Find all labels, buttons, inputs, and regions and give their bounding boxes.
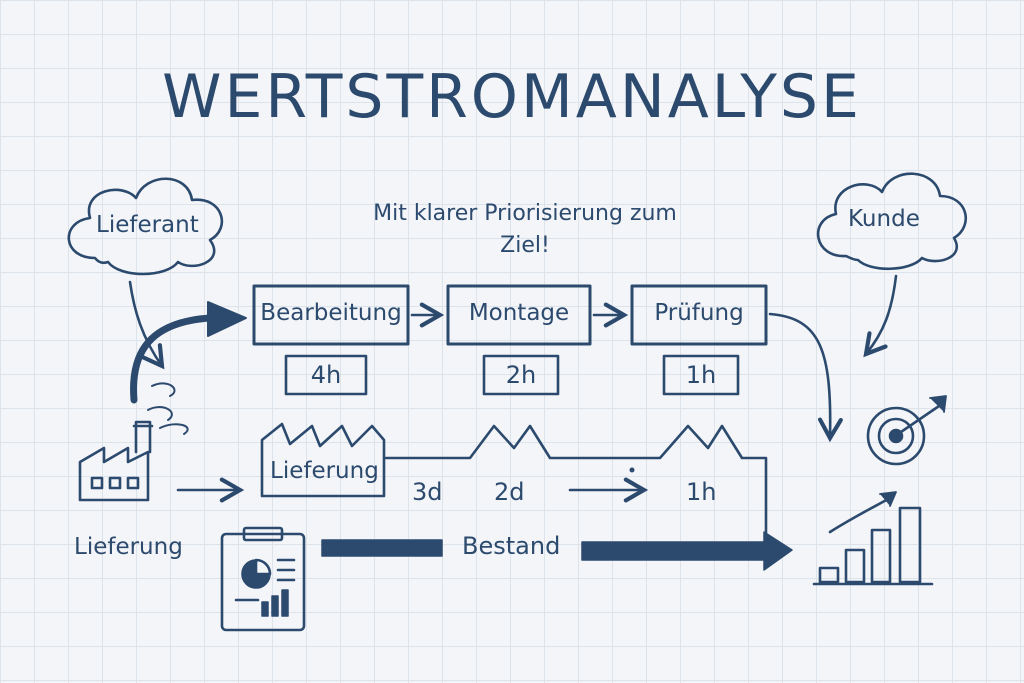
delivery-line <box>384 424 768 542</box>
supplier-cloud <box>67 177 224 276</box>
time-box-bearbeitung <box>284 354 368 396</box>
curved-flow-arrow <box>130 314 214 404</box>
process-label-montage: Montage <box>468 300 570 326</box>
duration-2d: 2d <box>494 478 525 506</box>
process-label-bearbeitung: Bearbeitung <box>260 300 402 326</box>
growth-chart-icon <box>812 491 934 586</box>
process-box-montage <box>446 284 592 346</box>
customer-label: Kunde <box>848 206 920 232</box>
smoke <box>147 382 189 435</box>
process-box-bearbeitung <box>252 284 410 346</box>
time-label-bearbeitung: 4h <box>310 361 342 389</box>
report-icon <box>220 526 306 632</box>
delivery-label: Lieferung <box>270 458 379 484</box>
time-label-montage: 2h <box>505 361 537 389</box>
arrow-customer-target <box>863 274 898 358</box>
supplier-arrow <box>128 280 165 370</box>
dot-mark <box>629 467 635 473</box>
time-label-pruefung: 1h <box>685 361 717 389</box>
time-box-pruefung <box>662 354 740 396</box>
process-box-pruefung <box>630 284 768 346</box>
arrow-pruefung-target <box>768 312 843 443</box>
inventory-label: Bestand <box>462 532 561 560</box>
curved-flow-arrow-head <box>207 301 247 337</box>
duration-3d: 3d <box>412 478 443 506</box>
supplier-label: Lieferant <box>96 212 199 238</box>
inventory-bar-left <box>321 539 443 557</box>
duration-1h: 1h <box>686 478 717 506</box>
subtitle: Mit klarer Priorisierung zum Ziel! <box>373 201 677 258</box>
inventory-bar-right <box>581 531 793 571</box>
time-box-montage <box>482 354 560 396</box>
delivery-shape <box>260 422 386 498</box>
page-title: WERTSTROMANALYSE <box>162 62 862 132</box>
factory-label: Lieferung <box>74 534 183 560</box>
process-label-pruefung: Prüfung <box>654 300 744 326</box>
factory-icon <box>78 420 154 502</box>
target-icon <box>866 395 947 466</box>
customer-cloud <box>816 172 968 271</box>
